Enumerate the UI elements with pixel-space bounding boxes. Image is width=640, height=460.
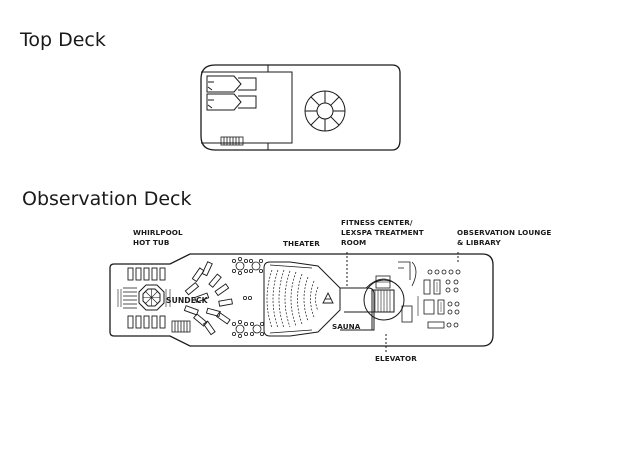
sauna-room (344, 311, 373, 330)
sundeck-loungers-top (127, 267, 166, 281)
sundeck-loungers-fan (183, 261, 233, 336)
sundeck-label: SUNDECK (166, 296, 208, 305)
fitness-center-label: FITNESS CENTER/ LEXSPA TREATMENT ROOM (341, 218, 424, 248)
observation-deck-outline (109, 253, 494, 347)
fitness-label-line2: LEXSPA TREATMENT (341, 228, 424, 237)
sundeck-stairs (171, 320, 191, 333)
top-deck-outline (200, 64, 401, 151)
theater-label: THEATER (283, 239, 320, 248)
theater-room (263, 261, 341, 337)
fitness-label-line3: ROOM (341, 238, 367, 247)
elevator-stair-core (363, 275, 405, 321)
top-deck-stairs (220, 136, 244, 146)
fitness-label-line1: FITNESS CENTER/ (341, 218, 413, 227)
fitness-center-room (340, 252, 459, 352)
lounge-label-line2: & LIBRARY (457, 238, 501, 247)
top-deck-hatch (304, 90, 346, 132)
whirlpool-label: WHIRLPOOL HOT TUB (133, 228, 183, 248)
fitness-equipment (398, 261, 417, 323)
sundeck-loungers-bottom (127, 315, 166, 329)
whirlpool-label-line1: WHIRLPOOL (133, 228, 183, 237)
observation-lounge-furniture (417, 269, 461, 329)
top-deck-title: Top Deck (20, 29, 106, 51)
lounge-label-line1: OBSERVATION LOUNGE (457, 228, 552, 237)
elevator-label: ELEVATOR (375, 354, 417, 363)
theater-stage-icon (322, 291, 334, 304)
observation-deck-title: Observation Deck (22, 188, 192, 210)
table-sets (231, 256, 264, 338)
theater-seating (266, 269, 319, 329)
whirlpool-label-line2: HOT TUB (133, 238, 170, 247)
observation-lounge-label: OBSERVATION LOUNGE & LIBRARY (457, 228, 551, 248)
whirlpool-hot-tub (117, 284, 171, 311)
top-deck-bow-section (201, 65, 293, 150)
sauna-label: SAUNA (332, 322, 361, 331)
